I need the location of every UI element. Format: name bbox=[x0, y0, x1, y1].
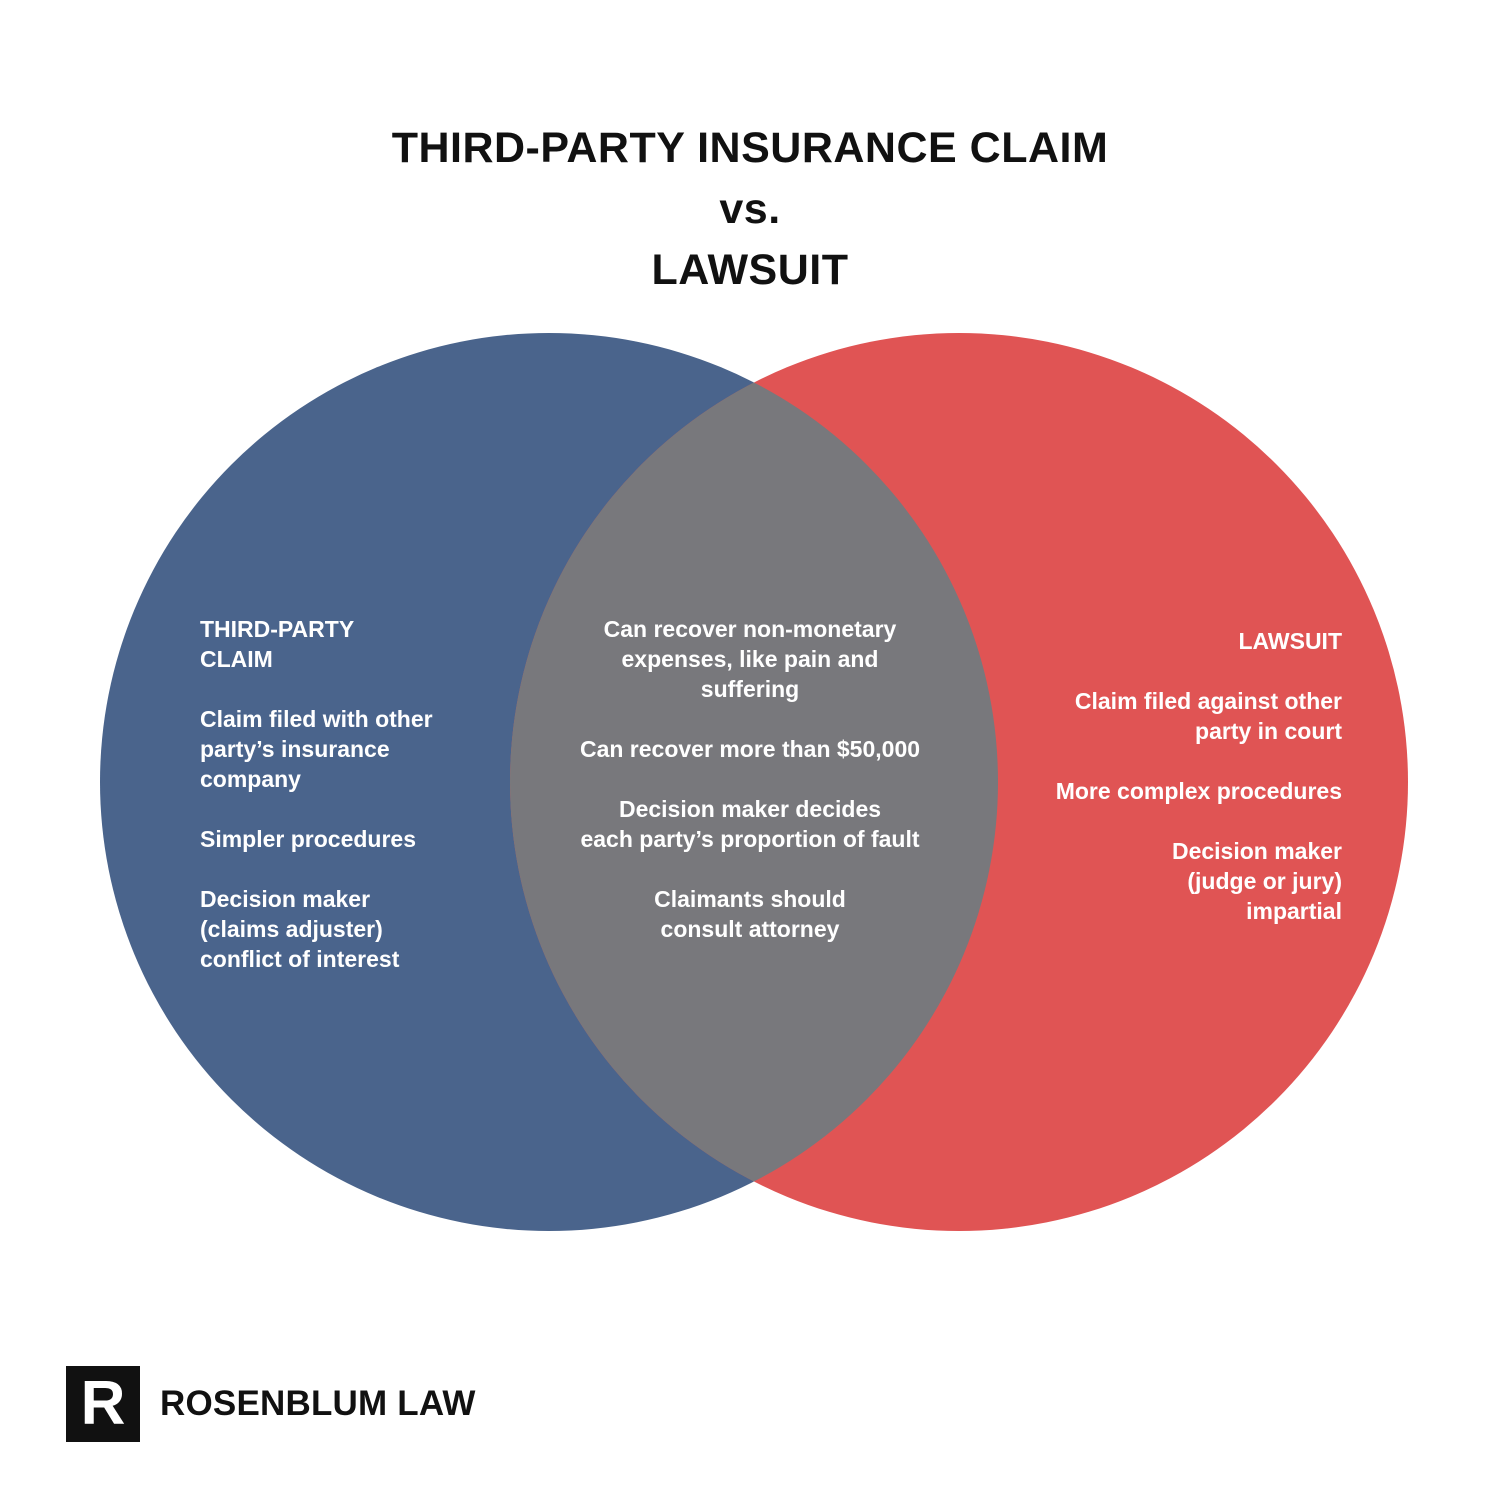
title-line-3: LAWSUIT bbox=[651, 246, 849, 294]
title-line-2: vs. bbox=[719, 185, 781, 233]
overlap-text: Can recover non-monetary expenses, like … bbox=[530, 614, 970, 944]
brand-name: ROSENBLUM LAW bbox=[160, 1384, 476, 1423]
logo-mark: R bbox=[66, 1366, 140, 1442]
title-line-1: THIRD-PARTY INSURANCE CLAIM bbox=[391, 124, 1109, 172]
page-title: THIRD-PARTY INSURANCE CLAIM vs. LAWSUIT bbox=[0, 118, 1500, 301]
right-circle-text: LAWSUIT Claim filed against other party … bbox=[980, 626, 1342, 926]
right-item: Claim filed against other party in court bbox=[1074, 688, 1342, 744]
overlap-item: Decision maker decides each party’s prop… bbox=[580, 796, 920, 852]
right-item: Decision maker (judge or jury) impartial bbox=[1171, 838, 1342, 924]
left-item: Simpler procedures bbox=[200, 826, 417, 852]
right-item: More complex procedures bbox=[1055, 778, 1342, 804]
overlap-item: Can recover more than $50,000 bbox=[579, 736, 921, 762]
left-heading: THIRD-PARTY CLAIM bbox=[200, 616, 355, 672]
left-circle-text: THIRD-PARTY CLAIM Claim filed with other… bbox=[200, 614, 500, 974]
left-item: Decision maker (claims adjuster) conflic… bbox=[200, 886, 400, 972]
overlap-item: Can recover non-monetary expenses, like … bbox=[603, 616, 897, 702]
brand-logo: R ROSENBLUM LAW bbox=[66, 1366, 476, 1442]
right-heading: LAWSUIT bbox=[1238, 628, 1343, 654]
overlap-item: Claimants should consult attorney bbox=[654, 886, 846, 942]
left-item: Claim filed with other party’s insurance… bbox=[200, 706, 433, 792]
overlap-region bbox=[510, 333, 998, 1231]
